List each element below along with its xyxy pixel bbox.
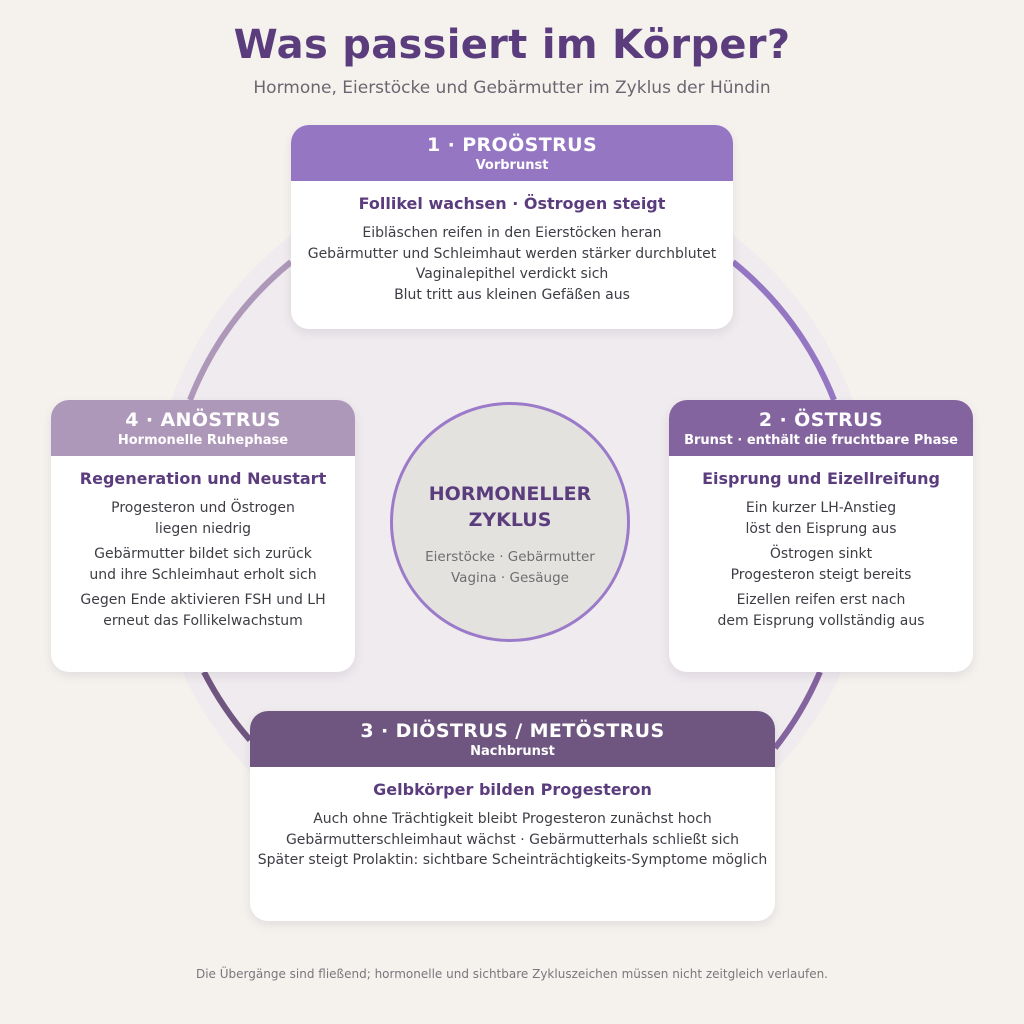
center-sub-line2: Vagina · Gesäuge	[451, 570, 569, 586]
description-line: dem Eisprung vollständig aus	[717, 612, 925, 629]
description-line: und ihre Schleimhaut erholt sich	[89, 566, 317, 583]
phase-card-dioestrus: 3 · DIÖSTRUS / METÖSTRUS Nachbrunst Gelb…	[250, 711, 775, 921]
phase-description: Auch ohne Trächtigkeit bleibt Progestero…	[250, 809, 775, 871]
center-sub-line1: Eierstöcke · Gebärmutter	[425, 549, 595, 565]
phase-card-header: 1 · PROÖSTRUS Vorbrunst	[291, 125, 733, 181]
phase-card-header: 4 · ANÖSTRUS Hormonelle Ruhephase	[51, 400, 355, 456]
description-line: Später steigt Prolaktin: sichtbare Schei…	[257, 852, 768, 868]
description-line: liegen niedrig	[154, 520, 251, 537]
phase-description: Ein kurzer LH-Anstieg löst den Eisprung …	[669, 498, 973, 631]
description-line: Gebärmutter bildet sich zurück	[94, 546, 312, 562]
phase-heading: Gelbkörper bilden Progesteron	[373, 780, 652, 799]
phase-title: 2 · ÖSTRUS	[758, 409, 884, 431]
phase-heading: Regeneration und Neustart	[79, 469, 327, 488]
center-title: HORMONELLER ZYKLUS	[393, 481, 627, 533]
center-title-line2: ZYKLUS	[468, 509, 552, 531]
phase-subtitle: Nachbrunst	[470, 744, 555, 759]
phase-subtitle: Brunst · enthält die fruchtbare Phase	[684, 433, 958, 448]
phase-title: 1 · PROÖSTRUS	[426, 134, 598, 156]
phase-heading: Follikel wachsen · Östrogen steigt	[358, 194, 666, 213]
description-line: Progesteron steigt bereits	[730, 566, 912, 583]
description-line: Gebärmutter und Schleimhaut werden stärk…	[307, 245, 717, 262]
page-title: Was passiert im Körper?	[233, 22, 791, 68]
phase-title: 3 · DIÖSTRUS / METÖSTRUS	[360, 720, 665, 742]
phase-subtitle: Hormonelle Ruhephase	[117, 433, 289, 448]
description-group: Ein kurzer LH-Anstieg löst den Eisprung …	[669, 498, 973, 539]
description-group: Gebärmutter bildet sich zurück und ihre …	[51, 544, 355, 585]
phase-card-header: 2 · ÖSTRUS Brunst · enthält die fruchtba…	[669, 400, 973, 456]
description-line: Vaginalepithel verdickt sich	[415, 266, 609, 282]
cycle-center-circle: HORMONELLER ZYKLUS Eierstöcke · Gebärmut…	[390, 402, 630, 642]
description-line: Östrogen sinkt	[769, 546, 873, 562]
phase-card-proestrus: 1 · PROÖSTRUS Vorbrunst Follikel wachsen…	[291, 125, 733, 329]
arc-phase-3-to-4	[201, 670, 253, 742]
description-line: erneut das Follikelwachstum	[103, 612, 303, 629]
center-title-line1: HORMONELLER	[428, 483, 592, 505]
phase-card-oestrus: 2 · ÖSTRUS Brunst · enthält die fruchtba…	[669, 400, 973, 672]
description-group: Eizellen reifen erst nach dem Eisprung v…	[669, 590, 973, 631]
description-line: Gebärmutterschleimhaut wächst · Gebärmut…	[285, 831, 740, 848]
phase-card-anoestrus: 4 · ANÖSTRUS Hormonelle Ruhephase Regene…	[51, 400, 355, 672]
phase-heading: Eisprung und Eizellreifung	[702, 469, 940, 488]
description-line: löst den Eisprung aus	[745, 520, 897, 537]
arc-phase-4-to-1	[187, 259, 293, 402]
description-group: Gegen Ende aktivieren FSH und LH erneut …	[51, 590, 355, 631]
footnote: Die Übergänge sind fließend; hormonelle …	[195, 967, 828, 981]
arc-phase-1-to-2	[731, 259, 837, 402]
arc-phase-2-to-3	[772, 670, 823, 750]
description-group: Östrogen sinkt Progesteron steigt bereit…	[669, 544, 973, 585]
description-line: Eibläschen reifen in den Eierstöcken her…	[362, 225, 662, 241]
description-line: Progesteron und Östrogen	[111, 500, 295, 516]
phase-description: Eibläschen reifen in den Eierstöcken her…	[291, 223, 733, 305]
page-subtitle: Hormone, Eierstöcke und Gebärmutter im Z…	[253, 78, 771, 98]
description-line: Gegen Ende aktivieren FSH und LH	[80, 592, 326, 608]
center-subtitle: Eierstöcke · Gebärmutter Vagina · Gesäug…	[393, 547, 627, 589]
description-line: Eizellen reifen erst nach	[736, 592, 906, 608]
phase-title: 4 · ANÖSTRUS	[125, 409, 281, 431]
description-line: Ein kurzer LH-Anstieg	[745, 500, 897, 516]
description-group: Progesteron und Östrogen liegen niedrig	[51, 498, 355, 539]
phase-description: Progesteron und Östrogen liegen niedrig …	[51, 498, 355, 631]
description-line: Blut tritt aus kleinen Gefäßen aus	[394, 286, 630, 303]
description-line: Auch ohne Trächtigkeit bleibt Progestero…	[313, 811, 712, 827]
phase-subtitle: Vorbrunst	[475, 158, 549, 173]
phase-card-header: 3 · DIÖSTRUS / METÖSTRUS Nachbrunst	[250, 711, 775, 767]
